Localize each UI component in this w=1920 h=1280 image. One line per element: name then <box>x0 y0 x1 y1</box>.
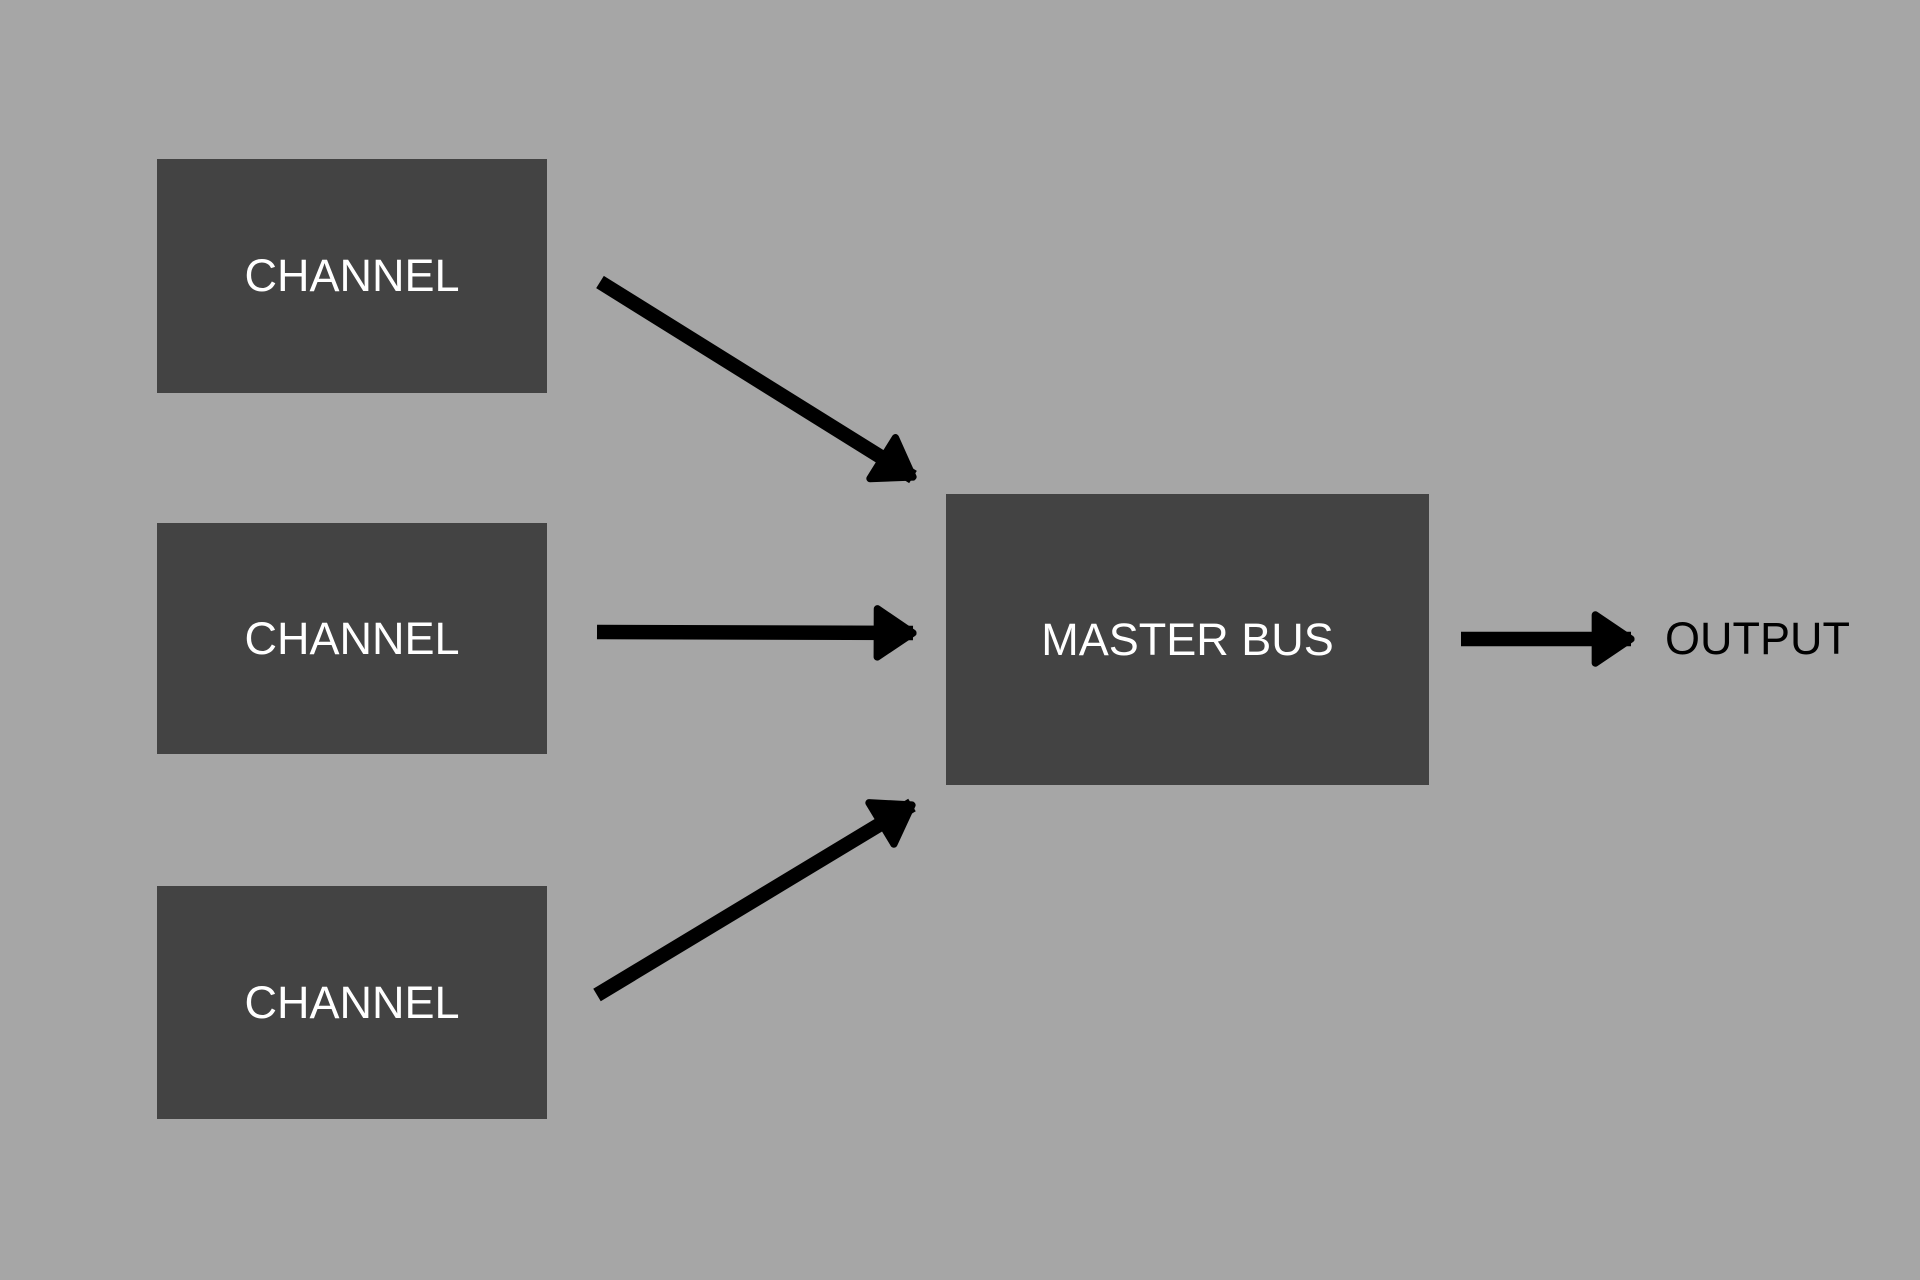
edge-channel-2-to-master-bus <box>596 632 913 633</box>
channel-node-3: CHANNEL <box>157 886 547 1119</box>
output-label: OUTPUT <box>1665 612 1850 664</box>
channel-node-2: CHANNEL <box>157 523 547 754</box>
channel-node-3-label: CHANNEL <box>244 976 460 1028</box>
master-bus-node-label: MASTER BUS <box>1041 613 1334 665</box>
channel-node-1-label: CHANNEL <box>244 250 460 301</box>
master-bus-node: MASTER BUS <box>946 494 1429 785</box>
channel-node-1: CHANNEL <box>157 159 547 393</box>
edge-channel-3-to-master-bus <box>593 798 916 1002</box>
edge-channel-1-to-master-bus <box>596 275 917 484</box>
channel-node-2-label: CHANNEL <box>244 612 460 664</box>
